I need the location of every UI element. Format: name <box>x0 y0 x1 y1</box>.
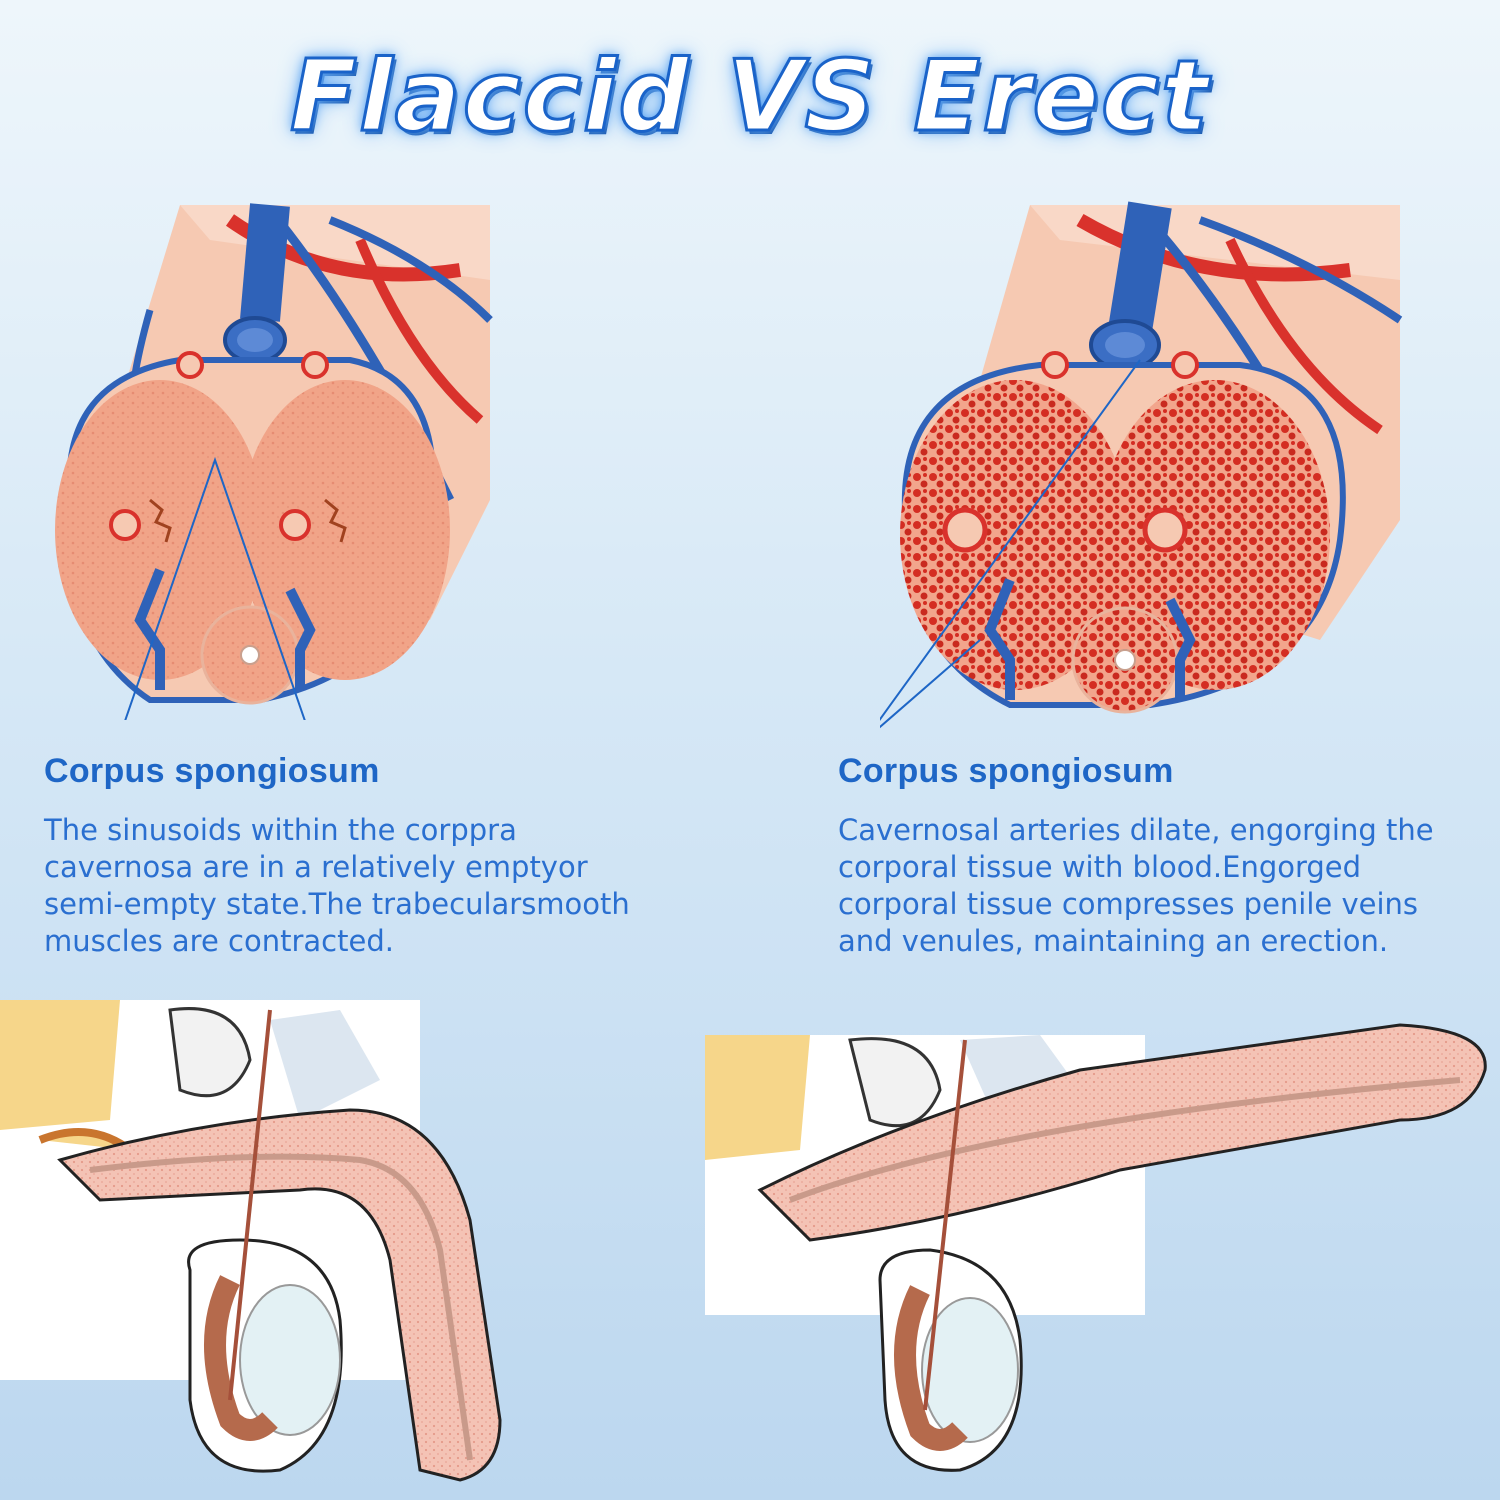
flaccid-sagittal-view <box>0 1000 502 1482</box>
left-label-title: Corpus spongiosum <box>44 752 380 790</box>
page-title: Flaccid VS Erect <box>289 39 1210 156</box>
erect-cross-section <box>880 201 1403 729</box>
left-line: muscles are contracted. <box>44 924 394 958</box>
flaccid-cross-section <box>55 203 493 720</box>
left-description: The sinusoids within the corppra caverno… <box>44 812 630 960</box>
left-line: The sinusoids within the corppra <box>44 813 517 847</box>
right-line: corporal tissue with blood.Engorged <box>838 850 1362 884</box>
right-line: and venules, maintaining an erection. <box>838 924 1389 958</box>
right-description: Cavernosal arteries dilate, engorging th… <box>838 812 1434 960</box>
left-line: semi-empty state.The trabecularsmooth <box>44 887 630 921</box>
erect-sagittal-view <box>705 1023 1487 1472</box>
right-line: Cavernosal arteries dilate, engorging th… <box>838 813 1434 847</box>
right-label-title: Corpus spongiosum <box>838 752 1174 790</box>
right-line: corporal tissue compresses penile veins <box>838 887 1419 921</box>
left-line: cavernosa are in a relatively emptyor <box>44 850 588 884</box>
